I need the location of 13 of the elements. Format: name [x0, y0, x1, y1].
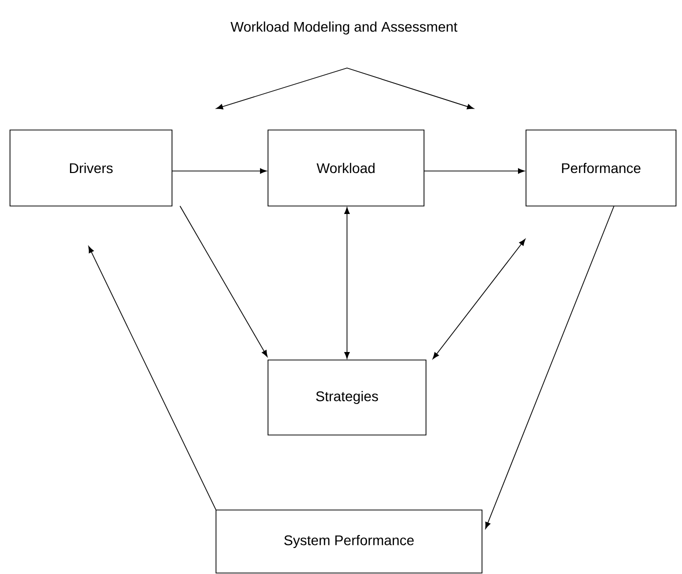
process-box: System Performance	[216, 510, 482, 574]
title: Workload Modeling and Assessment	[230, 21, 458, 35]
process-box: Workload	[268, 130, 424, 206]
arrow	[180, 206, 268, 357]
process-box: Performance	[526, 130, 676, 206]
arrow	[432, 238, 526, 360]
process-box: Drivers	[10, 130, 172, 206]
arrow	[88, 246, 216, 510]
process-box: Strategies	[268, 360, 426, 436]
arrow	[172, 168, 267, 174]
arrow	[344, 207, 350, 359]
arrow	[485, 206, 614, 529]
arrow	[424, 168, 525, 174]
